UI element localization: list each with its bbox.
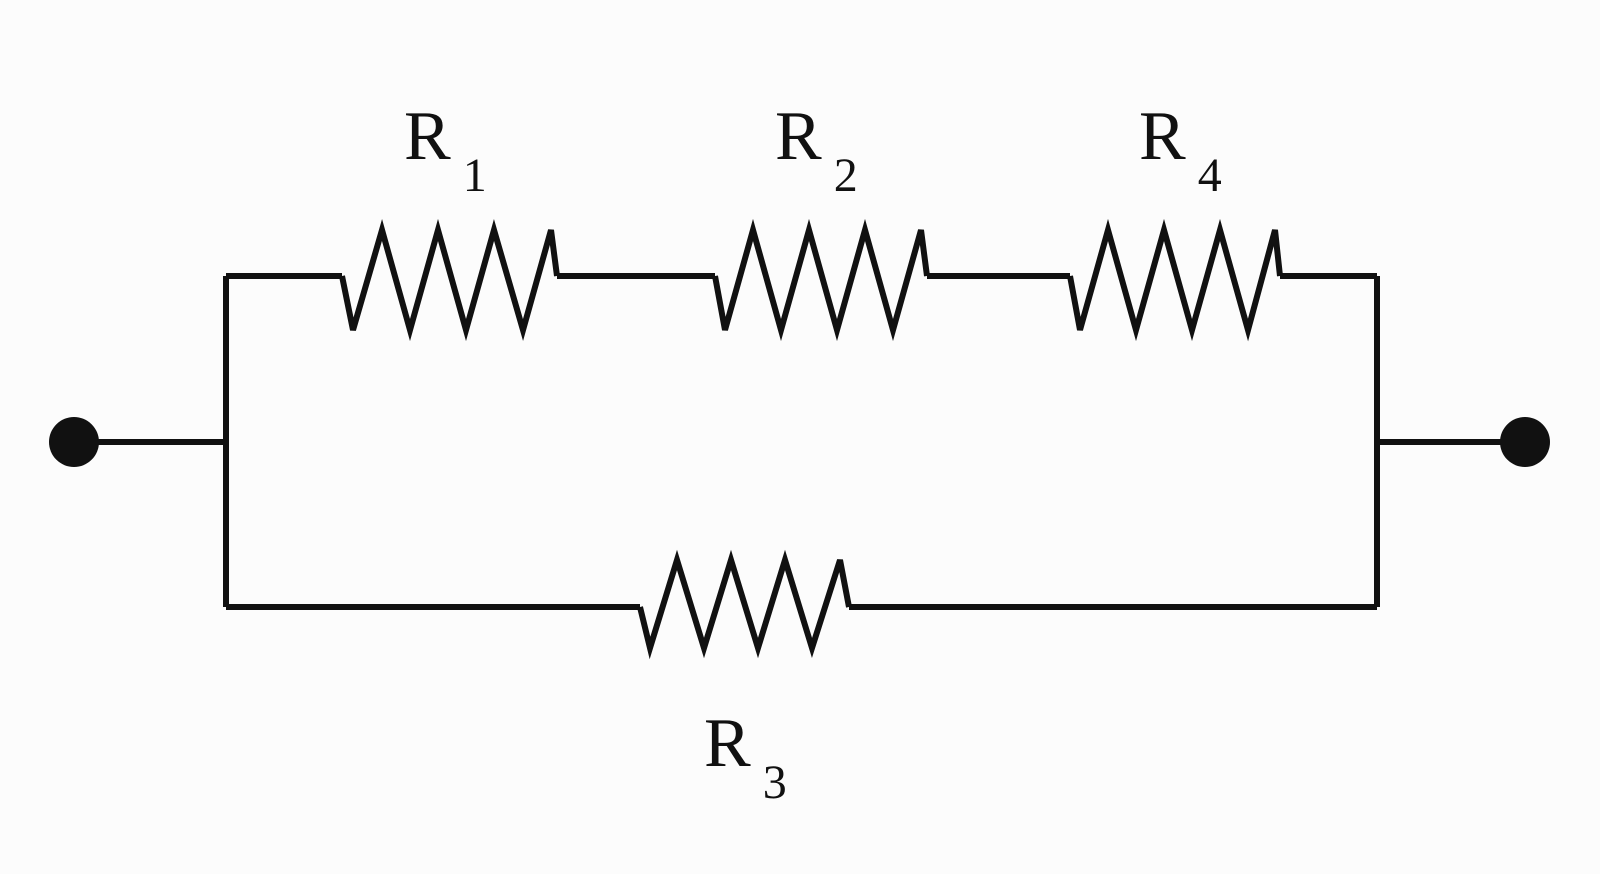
resistor-r3-label: R 3 (704, 705, 787, 809)
resistor-r1-label: R 1 (404, 98, 487, 202)
resistor-r2-letter: R (775, 98, 822, 175)
resistor-r4-letter: R (1139, 98, 1186, 175)
resistor-r3-subscript: 3 (763, 756, 787, 809)
resistor-r4-subscript: 4 (1198, 149, 1222, 202)
resistor-r3-zigzag (637, 549, 852, 660)
resistor-r1-letter: R (404, 98, 451, 175)
resistor-r2-subscript: 2 (834, 149, 858, 202)
resistor-r4-zigzag (1067, 218, 1283, 342)
resistor-r2-label: R 2 (775, 98, 858, 202)
resistor-r4-label: R 4 (1139, 98, 1222, 202)
resistor-r3-letter: R (704, 705, 751, 782)
resistor-r1-subscript: 1 (463, 149, 487, 202)
resistor-r2-zigzag (712, 218, 930, 342)
resistor-r1-zigzag (339, 218, 560, 342)
